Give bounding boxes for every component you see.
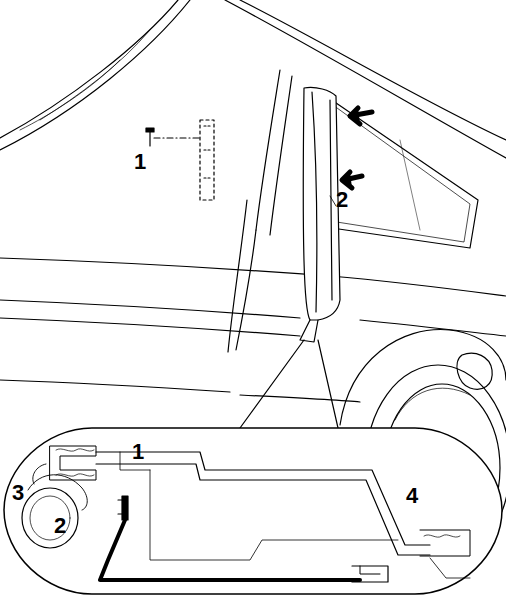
retaining-clip (146, 120, 214, 200)
inset-leader (318, 340, 338, 428)
inset-leader (240, 340, 304, 428)
callout-number: 1 (132, 441, 144, 463)
callout-number: 4 (406, 485, 418, 507)
callout-number: 1 (134, 151, 146, 173)
callout-number: 2 (336, 189, 348, 211)
callout-number: 3 (12, 482, 24, 504)
callout-number: 2 (54, 515, 66, 537)
section-inset (4, 428, 502, 594)
pillar-trim (300, 87, 372, 342)
